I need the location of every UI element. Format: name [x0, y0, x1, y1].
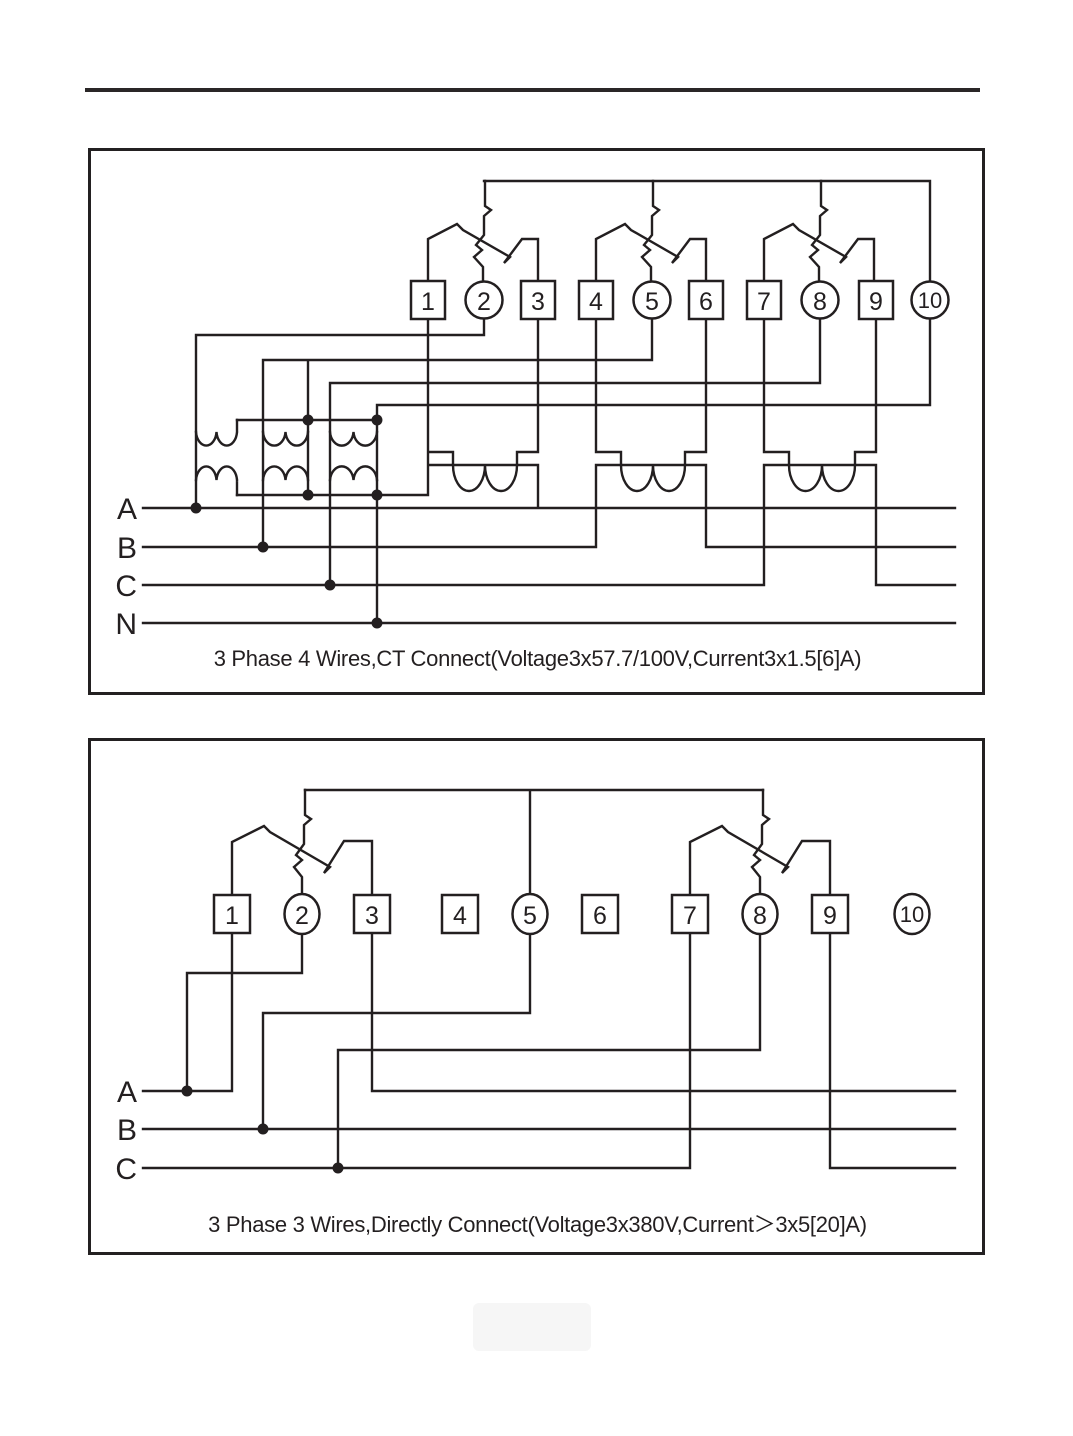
- terminal-circle: [464, 280, 504, 320]
- terminal-label: 4: [589, 288, 603, 316]
- terminal-label: 5: [523, 902, 537, 930]
- terminal-box: [212, 893, 252, 935]
- diagram1-wires: [141, 179, 957, 625]
- voltage-link-symbol: [426, 179, 540, 285]
- voltage-link-symbol: [594, 179, 708, 285]
- diagram2-wires: [141, 788, 957, 1170]
- phase-label-a: A: [117, 493, 137, 526]
- terminal-box: [687, 279, 725, 321]
- terminal-label: 8: [753, 902, 767, 930]
- terminal-label: 2: [295, 902, 309, 930]
- header-rule: [85, 88, 980, 92]
- terminal-label: 10: [900, 902, 924, 927]
- diagram2-terminals: 1 2 3 4 5 6 7 8 9 10: [212, 892, 931, 936]
- diagram1-phase-labels: A B C N: [115, 493, 137, 641]
- terminal-label: 7: [683, 902, 697, 930]
- terminal-label: 7: [757, 288, 771, 316]
- terminal-label: 9: [869, 288, 883, 316]
- diagram1-terminals: 1 2 3 4 5 6 7 8 9 10: [409, 279, 950, 321]
- voltage-link-symbol: [230, 788, 374, 896]
- voltage-link-symbol: [762, 179, 876, 285]
- terminal-box: [352, 893, 392, 935]
- diagram1-junction-dots: [190, 414, 383, 629]
- terminal-box: [519, 279, 557, 321]
- terminal-circle: [632, 280, 672, 320]
- terminal-circle: [910, 280, 950, 320]
- terminal-label: 1: [421, 288, 435, 316]
- terminal-box: [409, 279, 447, 321]
- terminal-label: 6: [699, 288, 713, 316]
- terminal-label: 6: [593, 902, 607, 930]
- terminal-box: [440, 893, 480, 935]
- phase-label-b: B: [117, 532, 137, 565]
- terminal-box: [670, 893, 710, 935]
- terminal-box: [580, 893, 620, 935]
- terminal-label: 9: [823, 902, 837, 930]
- terminal-box: [810, 893, 850, 935]
- faint-watermark: [473, 1303, 591, 1351]
- diagram1-coils: [194, 418, 857, 497]
- diagram1: 1 2 3 4 5 6 7 8 9 10 A B C N: [88, 148, 985, 695]
- terminal-label: 8: [813, 288, 827, 316]
- terminal-circle: [511, 892, 549, 936]
- phase-label-c: C: [115, 1153, 137, 1186]
- phase-label-b: B: [117, 1114, 137, 1147]
- terminal-label: 3: [365, 902, 379, 930]
- terminal-label: 5: [645, 288, 659, 316]
- terminal-circle: [800, 280, 840, 320]
- terminal-box: [745, 279, 783, 321]
- diagram2-border: [88, 738, 985, 1255]
- terminal-circle: [741, 892, 779, 936]
- terminal-box: [577, 279, 615, 321]
- diagram2-caption: 3 Phase 3 Wires,Directly Connect(Voltage…: [208, 1212, 867, 1237]
- terminal-label: 3: [531, 288, 545, 316]
- terminal-circle: [893, 892, 931, 936]
- phase-label-c: C: [115, 570, 137, 603]
- terminal-circle: [283, 892, 321, 936]
- phase-label-a: A: [117, 1076, 137, 1109]
- diagram2: 1 2 3 4 5 6 7 8 9 10 A B C: [88, 738, 985, 1255]
- diagram1-border: [88, 148, 985, 695]
- terminal-label: 4: [453, 902, 467, 930]
- terminal-label: 1: [225, 902, 239, 930]
- terminal-box: [857, 279, 895, 321]
- diagram2-junction-dots: [181, 1085, 344, 1174]
- diagram1-caption: 3 Phase 4 Wires,CT Connect(Voltage3x57.7…: [213, 646, 862, 671]
- voltage-link-symbol: [688, 788, 832, 896]
- diagram2-phase-labels: A B C: [115, 1076, 137, 1186]
- phase-label-n: N: [115, 608, 137, 641]
- terminal-label: 10: [918, 288, 942, 313]
- terminal-label: 2: [477, 288, 491, 316]
